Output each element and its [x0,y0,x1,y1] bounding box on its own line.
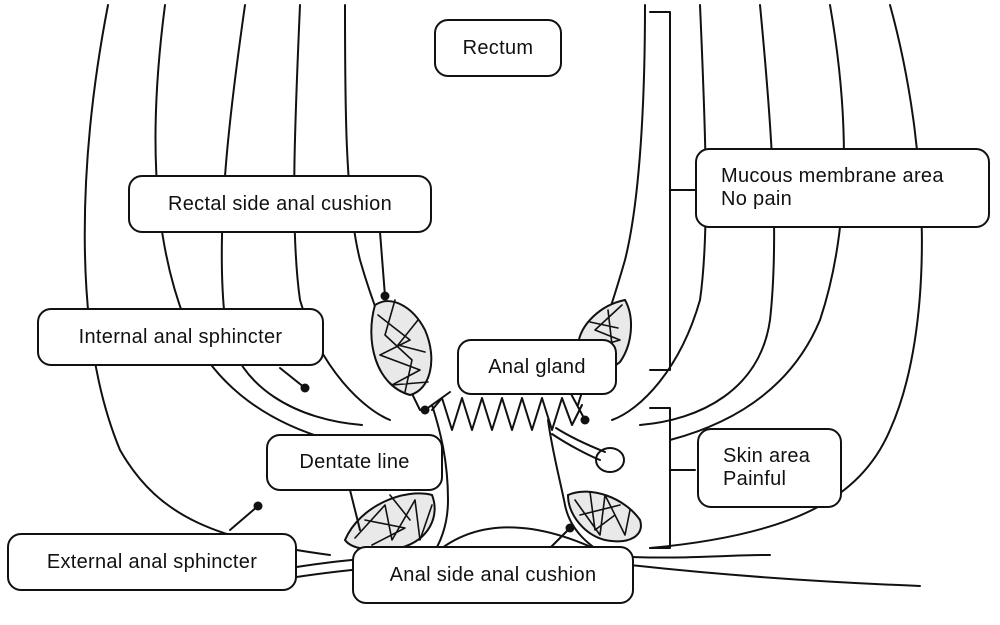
label-internal-anal-sphincter: Internal anal sphincter [37,308,324,366]
label-skin-area: Skin area Painful [697,428,842,508]
label-anal-gland-text: Anal gland [488,355,586,378]
label-anal-gland: Anal gland [457,339,617,395]
label-external-anal-sphincter: External anal sphincter [7,533,297,591]
dentate-line-papillae [431,397,583,431]
label-skin-area-line2: Painful [723,468,787,490]
leader-lines [229,231,590,549]
label-skin-area-line1: Skin area [723,445,811,467]
label-anal-side-anal-cushion: Anal side anal cushion [352,546,634,604]
label-rectum: Rectum [434,19,562,77]
anal-side-cushion-right [566,490,642,543]
anal-gland-shape [551,427,625,473]
label-dentate-line: Dentate line [266,434,443,491]
label-anal-side-anal-cushion-text: Anal side anal cushion [389,563,597,586]
label-mucous-membrane-area: Mucous membrane area No pain [695,148,990,228]
label-external-anal-sphincter-text: External anal sphincter [46,550,258,573]
label-rectal-side-anal-cushion: Rectal side anal cushion [128,175,432,233]
rectal-side-cushion-left [370,299,433,397]
label-mucous-membrane-area-line2: No pain [721,188,793,210]
label-mucous-membrane-area-line1: Mucous membrane area [721,165,944,187]
anal-canal-walls [429,404,611,559]
label-dentate-line-text: Dentate line [299,451,410,473]
label-rectum-text: Rectum [462,36,534,59]
label-rectal-side-anal-cushion-text: Rectal side anal cushion [168,192,392,215]
region-brackets [649,11,696,549]
label-internal-anal-sphincter-text: Internal anal sphincter [78,325,283,348]
